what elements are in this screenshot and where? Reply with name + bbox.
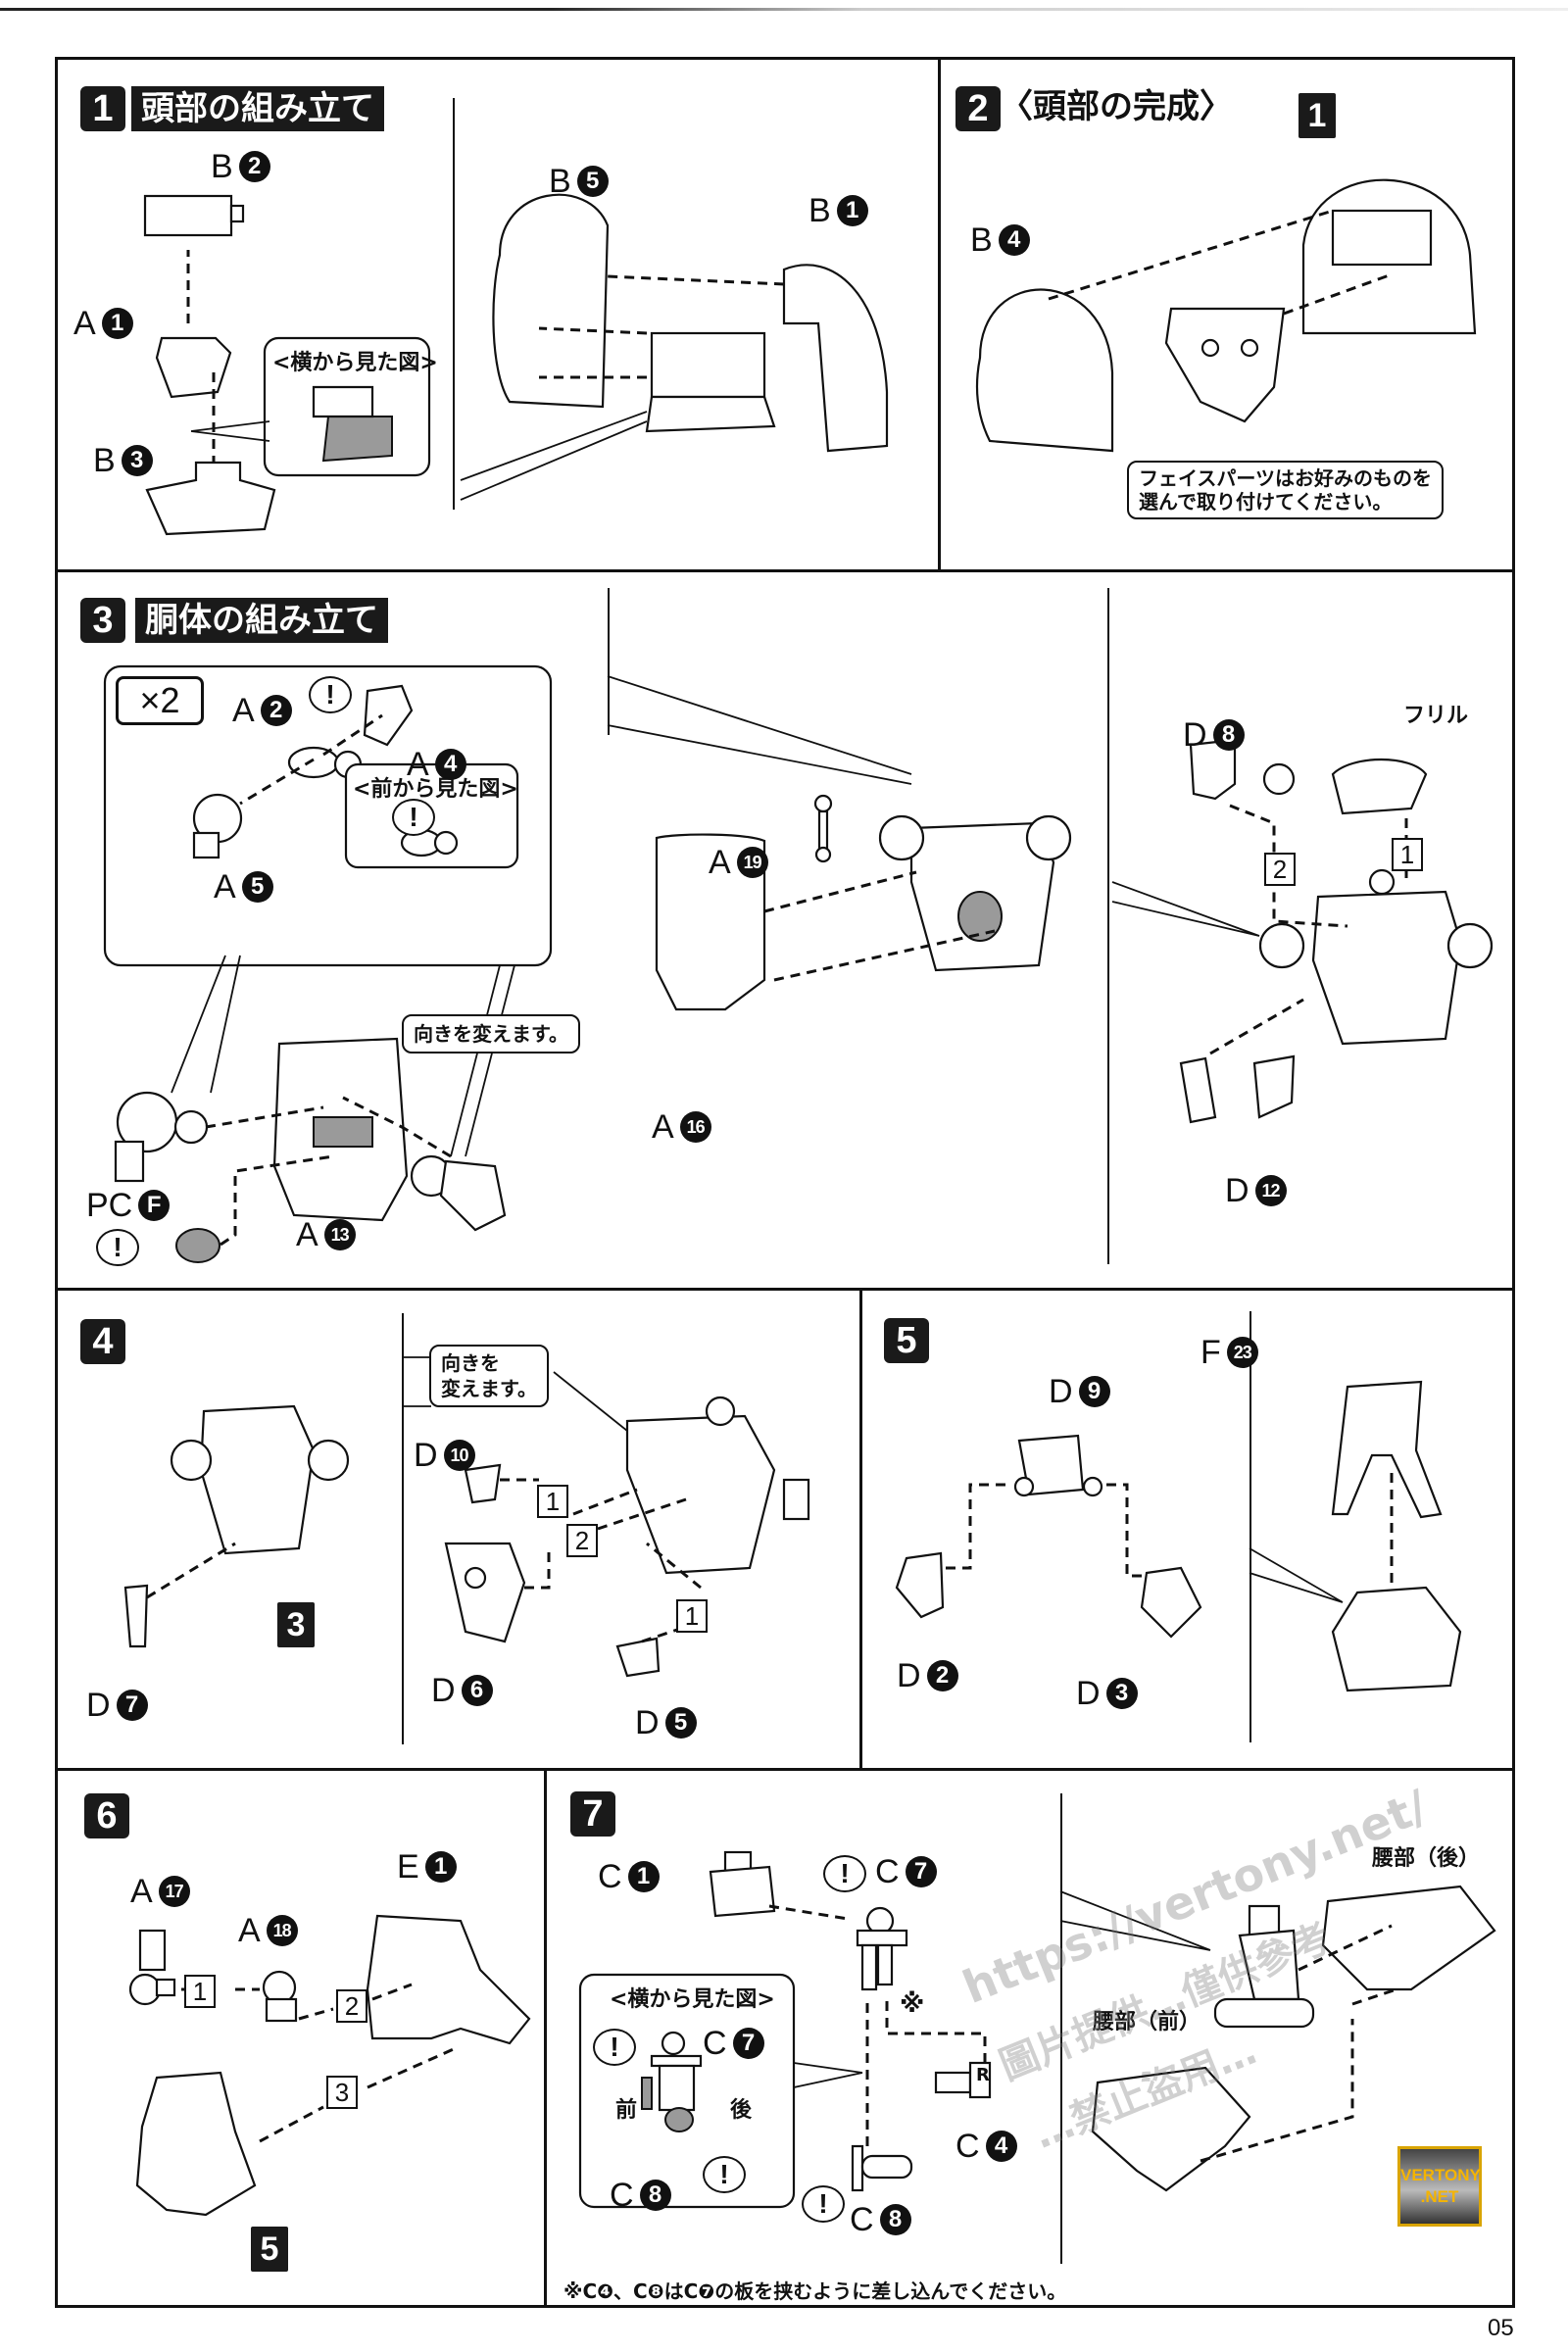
- order-marker-1: 1: [184, 1975, 216, 2008]
- page-frame: [55, 57, 1515, 2308]
- order-marker-2: 2: [566, 1524, 598, 1557]
- row-divider-3: [55, 1768, 1515, 1771]
- r-mark: R: [976, 2065, 990, 2085]
- row-divider-2: [55, 1288, 1515, 1291]
- warning-icon: !: [392, 799, 435, 836]
- rotate-note-s3: 向きを変えます。: [402, 1014, 580, 1054]
- ref-step-5-badge: 5: [251, 2227, 288, 2272]
- step-2-title: 〈頭部の完成〉: [1000, 87, 1233, 126]
- step-3-number: 3: [80, 598, 125, 643]
- rotate-note-s4-line1: 向きを: [441, 1351, 500, 1375]
- rotate-note-s4: 向きを 変えます。: [429, 1345, 549, 1407]
- order-marker-3: 3: [326, 2076, 358, 2109]
- page-number: 05: [1488, 2315, 1514, 2341]
- logo-line1: VERTONY: [1400, 2166, 1481, 2184]
- col-divider-row3: [859, 1288, 862, 1770]
- subdivider-s4: [402, 1313, 404, 1744]
- order-marker-1b: 1: [676, 1599, 708, 1633]
- logo-line2: .NET: [1420, 2187, 1459, 2206]
- back-label: 後: [730, 2098, 753, 2123]
- order-marker-2: 2: [336, 1989, 368, 2023]
- step-1-number: 1: [80, 86, 125, 131]
- subdivider-s5: [1250, 1311, 1251, 1742]
- waist-back-label: 腰部（後）: [1372, 1846, 1481, 1871]
- face-parts-note-line2: 選んで取り付けてください。: [1139, 490, 1393, 514]
- subdivider-s3a: [608, 588, 610, 735]
- step-5-number: 5: [884, 1318, 929, 1363]
- front-label: 前: [615, 2098, 638, 2123]
- ref-mark: ※: [900, 1989, 925, 2019]
- subdivider-s7: [1060, 1793, 1062, 2264]
- ref-step-3-badge: 3: [277, 1602, 315, 1647]
- vertony-logo: VERTONY .NET: [1397, 2146, 1482, 2227]
- row-divider-1: [55, 569, 1515, 572]
- step-1-title: 頭部の組み立て: [131, 86, 384, 131]
- order-marker-1: 1: [537, 1485, 568, 1518]
- face-parts-note-line1: フェイスパーツはお好みのものを: [1139, 466, 1432, 490]
- face-parts-note: フェイスパーツはお好みのものを 選んで取り付けてください。: [1127, 461, 1444, 519]
- step-3-title: 胴体の組み立て: [135, 598, 388, 643]
- subdivider-s3b: [1107, 588, 1109, 1264]
- warning-icon: !: [309, 676, 352, 713]
- insertion-footnote: ※C❹、C❽はC❼の板を挟むように差し込んでください。: [564, 2279, 1067, 2303]
- warning-icon: !: [593, 2029, 636, 2066]
- warning-icon: !: [703, 2156, 746, 2193]
- col-divider-row4: [544, 1768, 547, 2308]
- order-marker-2: 2: [1264, 853, 1296, 886]
- top-rule: [0, 8, 1568, 11]
- waist-front-label: 腰部（前）: [1093, 2010, 1201, 2034]
- front-view-title: <前から見た図>: [353, 777, 518, 802]
- quantity-x2-badge: ×2: [116, 676, 204, 725]
- step-4-number: 4: [80, 1319, 125, 1364]
- rotate-note-s4-line2: 変えます。: [441, 1377, 537, 1400]
- subdivider-s1: [453, 98, 455, 510]
- side-view-title-s7: <横から見た図>: [610, 1987, 775, 2012]
- col-divider-row1: [938, 57, 941, 571]
- warning-icon: !: [823, 1855, 866, 1892]
- side-view-title-s1: <横から見た図>: [272, 351, 438, 375]
- order-marker-1: 1: [1392, 838, 1423, 871]
- step-6-number: 6: [84, 1793, 129, 1838]
- warning-icon: !: [802, 2185, 845, 2223]
- warning-icon: !: [96, 1229, 139, 1266]
- ref-step-1-badge: 1: [1298, 93, 1336, 138]
- step-7-number: 7: [570, 1791, 615, 1837]
- step-2-number: 2: [956, 86, 1001, 131]
- frill-label: フリル: [1403, 704, 1469, 728]
